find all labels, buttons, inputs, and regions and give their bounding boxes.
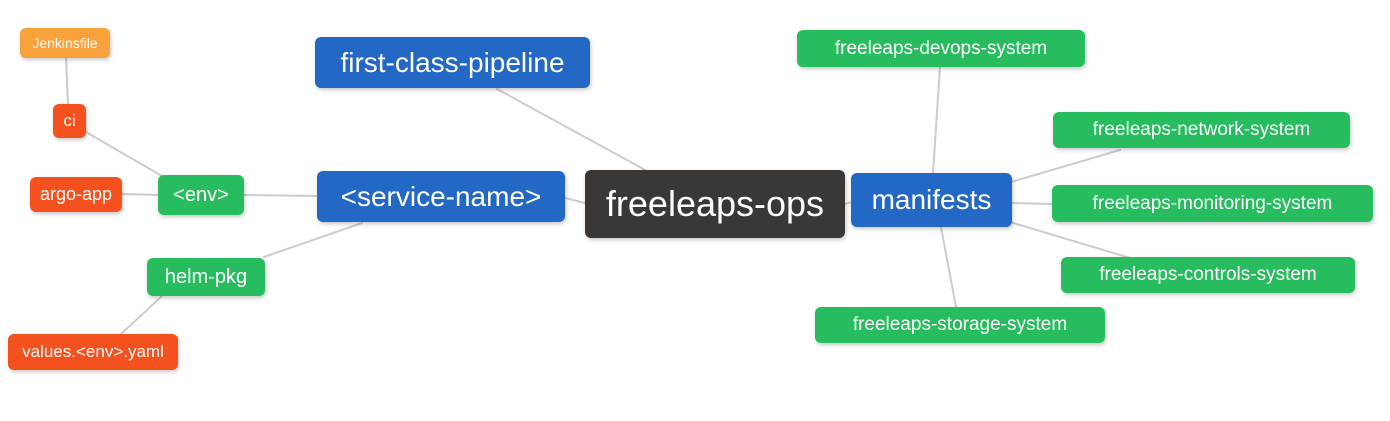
node-service-name[interactable]: <service-name> xyxy=(317,171,565,222)
edge-jenkinsfile-ci xyxy=(65,57,69,105)
edge-env-service-name xyxy=(243,194,318,197)
edge-ops-manifests xyxy=(844,201,853,205)
node-first-class-pipeline[interactable]: first-class-pipeline xyxy=(315,37,590,88)
edge-manifests-controls xyxy=(1009,221,1131,259)
edge-manifests-network xyxy=(1010,149,1121,183)
node-jenkinsfile[interactable]: Jenkinsfile xyxy=(20,28,110,58)
edge-ci-env xyxy=(85,131,163,177)
node-helm-pkg[interactable]: helm-pkg xyxy=(147,258,265,296)
edge-first-class-ops xyxy=(496,88,648,172)
edge-argo-app-env xyxy=(121,193,159,196)
edge-helm-pkg-values xyxy=(120,295,163,335)
node-freeleaps-devops-system[interactable]: freeleaps-devops-system xyxy=(797,30,1085,67)
node-manifests[interactable]: manifests xyxy=(851,173,1012,227)
edge-manifests-storage xyxy=(940,226,957,308)
node-argo-app[interactable]: argo-app xyxy=(30,177,122,212)
node-values-env-yaml[interactable]: values.<env>.yaml xyxy=(8,334,178,370)
node-freeleaps-monitoring-system[interactable]: freeleaps-monitoring-system xyxy=(1052,185,1373,222)
node-freeleaps-controls-system[interactable]: freeleaps-controls-system xyxy=(1061,257,1355,293)
node-freeleaps-ops-root[interactable]: freeleaps-ops xyxy=(585,170,845,238)
node-env[interactable]: <env> xyxy=(158,175,244,215)
edge-service-name-helm-pkg xyxy=(263,222,363,258)
node-ci[interactable]: ci xyxy=(53,104,86,138)
edge-manifests-monitoring xyxy=(1010,202,1053,205)
node-freeleaps-network-system[interactable]: freeleaps-network-system xyxy=(1053,112,1350,148)
edge-service-name-ops xyxy=(564,197,586,204)
edge-manifests-devops xyxy=(932,66,941,174)
node-freeleaps-storage-system[interactable]: freeleaps-storage-system xyxy=(815,307,1105,343)
